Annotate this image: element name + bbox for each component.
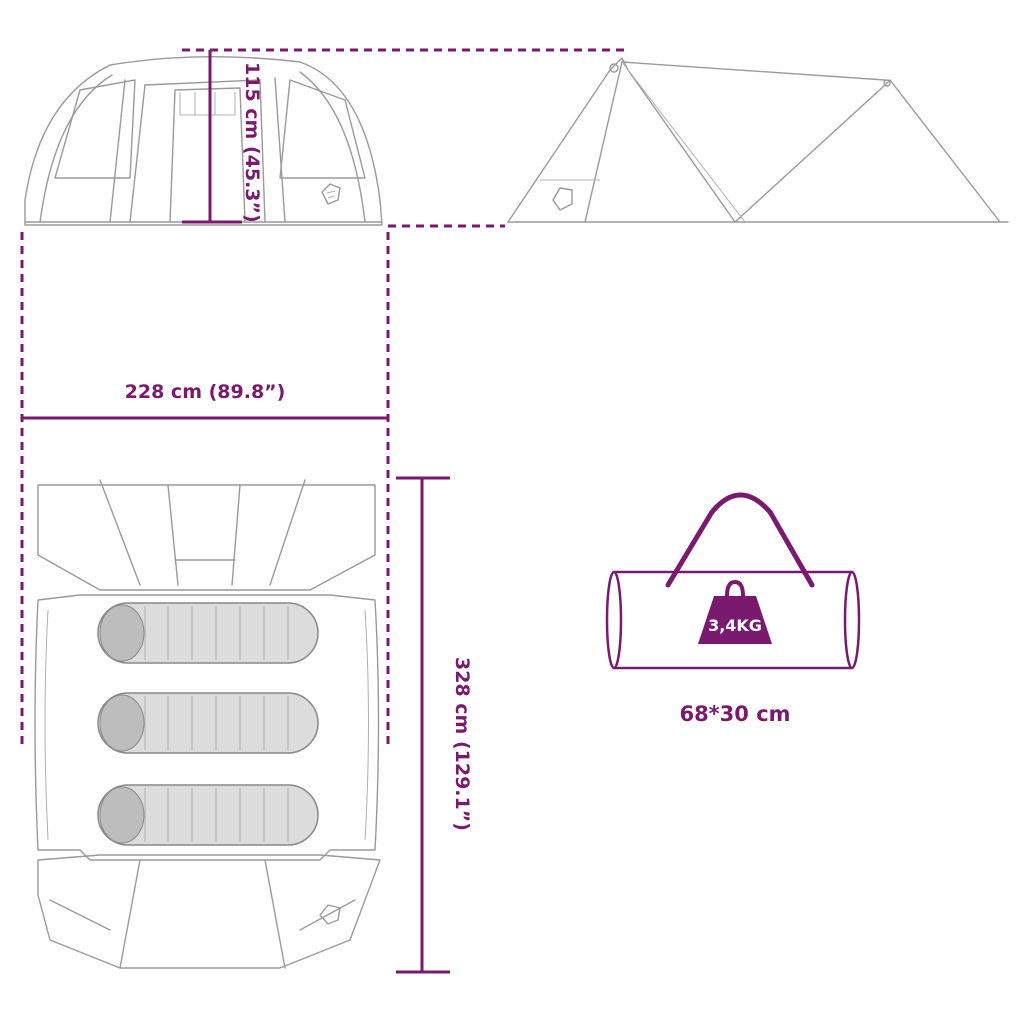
sleeping-bag [97, 692, 319, 754]
height-label: 115 cm (45.3”) [241, 62, 263, 223]
bag-weight-label: 3,4KG [708, 616, 762, 635]
brand-logo-icon [321, 183, 341, 205]
sleeping-bag [97, 602, 319, 664]
length-label: 328 cm (129.1”) [451, 657, 473, 831]
width-label: 228 cm (89.8”) [125, 381, 286, 403]
bag-body [614, 570, 852, 670]
bag-handle [665, 492, 815, 588]
sleeping-bag-illustrations [97, 602, 319, 846]
tent-side-view [507, 57, 1009, 223]
width-dimension-lines [20, 232, 390, 745]
bag-size-label: 68*30 cm [679, 702, 790, 726]
brand-logo-icon [552, 187, 573, 211]
height-dimension-lines [182, 48, 625, 228]
length-dimension-lines [396, 476, 450, 974]
tent-front-view [24, 55, 383, 226]
sleeping-bag [97, 784, 319, 846]
brand-logo-icon [319, 904, 341, 925]
weight-icon [698, 579, 772, 644]
tent-top-view [34, 479, 381, 969]
carry-bag-illustration: 3,4KG [605, 492, 861, 670]
